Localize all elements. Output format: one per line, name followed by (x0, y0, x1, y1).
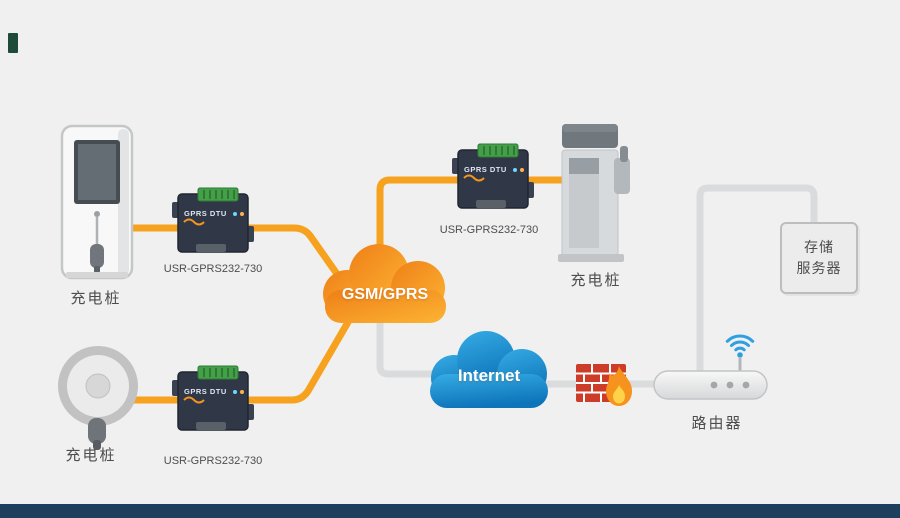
dtu-body (177, 371, 249, 431)
gsm-cloud (313, 236, 457, 330)
router-body (653, 370, 768, 400)
router-dot (726, 381, 734, 389)
dtu-led-blue (233, 390, 237, 394)
storage-server: 存储 服务器 (780, 222, 858, 294)
dtu-led-orange (240, 212, 244, 216)
dtu-device-top-left: GPRS DTU (172, 184, 254, 262)
dtu-led-blue (233, 212, 237, 216)
footer-bar (0, 504, 900, 518)
dtu-device-top-right: GPRS DTU (452, 140, 534, 218)
gsm-cloud-label: GSM/GPRS (341, 286, 429, 303)
dtu-led-orange (240, 390, 244, 394)
wire-gsm-to-internet (376, 288, 466, 378)
terminal-pins (203, 368, 235, 377)
cloud-shape (430, 331, 548, 408)
nozzle-hook (620, 146, 628, 162)
wire-router-to-server (696, 184, 818, 380)
charging-gun-tip (94, 266, 100, 273)
router-label: 路由器 (691, 415, 743, 432)
charging-gun-tip (93, 440, 101, 450)
router-dot (742, 381, 750, 389)
pump-display (569, 158, 599, 174)
dtu-face-label: GPRS DTU (184, 209, 227, 218)
charger-label-top-right: 充电桩 (570, 272, 622, 289)
terminal-pins (203, 190, 235, 199)
server-label-line2: 服务器 (796, 260, 842, 276)
charging-pile-top-right (554, 122, 636, 264)
firewall (574, 356, 638, 408)
wire-dtu-tl-to-gsm (240, 224, 353, 295)
pump-base (558, 254, 624, 262)
dtu-label-top-right: USR-GPRS232-730 (439, 224, 539, 236)
nozzle-holster (614, 158, 630, 194)
terminal-pins (483, 146, 515, 155)
wire-gsm-to-dtu-tr (376, 176, 466, 268)
dtu-accent-wave (463, 174, 485, 182)
server-label-line1: 存储 (804, 239, 834, 255)
charging-gun (90, 244, 104, 268)
cloud-shape (323, 244, 446, 323)
internet-cloud (418, 324, 560, 416)
flame-icon (606, 366, 632, 406)
dtu-led-orange (520, 168, 524, 172)
dtu-face-label: GPRS DTU (464, 165, 507, 174)
dtu-label-top-left: USR-GPRS232-730 (163, 263, 263, 275)
kiosk-side-shade (118, 129, 129, 275)
router-antenna (738, 357, 742, 372)
dtu-face-label: GPRS DTU (184, 387, 227, 396)
serial-port (476, 200, 506, 208)
dtu-body (457, 149, 529, 209)
dtu-accent-wave (183, 396, 205, 404)
serial-port (196, 422, 226, 430)
wifi-dot (737, 352, 743, 358)
charging-pile-bottom-left (48, 342, 152, 452)
wifi-icon (725, 334, 755, 352)
internet-cloud-label: Internet (457, 366, 521, 385)
round-charger-hub (85, 373, 111, 399)
dtu-led-blue (513, 168, 517, 172)
router (652, 310, 772, 406)
corner-marker (8, 33, 18, 53)
kiosk-base (66, 272, 128, 278)
charger-label-top-left: 充电桩 (70, 290, 122, 307)
serial-port (196, 244, 226, 252)
dtu-accent-wave (183, 218, 205, 226)
pump-top-highlight (562, 124, 618, 132)
kiosk-screen-inner (78, 144, 116, 200)
dtu-body (177, 193, 249, 253)
router-dot (710, 381, 718, 389)
charger-label-bottom-left: 充电桩 (65, 447, 117, 464)
kiosk-button (94, 211, 100, 217)
wire-dtu-b-to-gsm (240, 313, 355, 404)
charging-pile-top-left (58, 124, 138, 286)
charging-gun (88, 418, 106, 444)
dtu-device-bottom: GPRS DTU (172, 362, 254, 440)
dtu-label-bottom: USR-GPRS232-730 (163, 455, 263, 467)
